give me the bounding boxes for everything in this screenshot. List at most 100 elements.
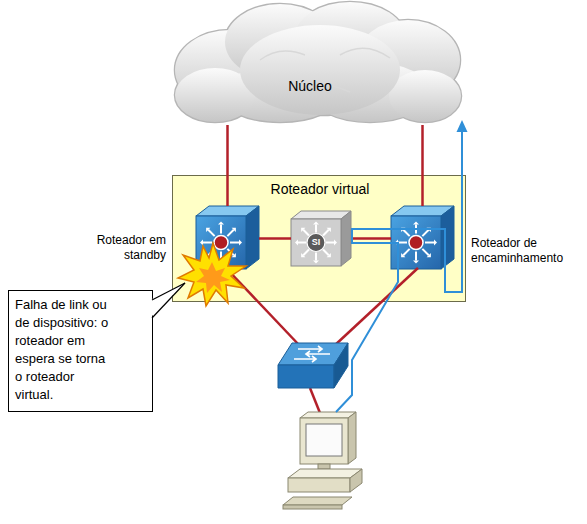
arrow-shaft [415, 225, 417, 234]
arrow-shaft [415, 252, 417, 261]
arrow-shaft [422, 230, 428, 236]
router-node: Roteador de encaminhamento [391, 206, 454, 269]
arrow-symbol [413, 222, 419, 234]
si-shape [291, 211, 351, 266]
arrow-head [413, 222, 419, 225]
router-label: Roteador em standby [86, 233, 166, 263]
arrow-symbol [200, 240, 212, 246]
arrow-symbol [230, 240, 242, 246]
router-core [409, 236, 423, 250]
arrow-symbol [401, 249, 409, 257]
arrow-shaft [303, 230, 309, 236]
arrow-symbol [425, 240, 437, 246]
router-side [441, 206, 454, 269]
arrow-head [395, 240, 398, 246]
router-front [391, 216, 441, 269]
arrow-shaft [208, 249, 214, 255]
device-side [341, 211, 351, 266]
arrow-symbol [422, 228, 430, 236]
cloud-puff [240, 25, 400, 115]
monitor-top [300, 412, 356, 418]
arrow-shaft [203, 242, 212, 244]
cloud-outline [175, 2, 461, 122]
arrow-symbol [206, 249, 214, 257]
arrow-shaft [303, 250, 309, 256]
arrow-head [239, 240, 242, 246]
monitor-stand [318, 464, 330, 469]
arrow-symbol [323, 250, 331, 258]
arrow-symbol [401, 228, 409, 236]
base-side [350, 469, 362, 492]
arrow-shaft [227, 249, 233, 255]
cloud-label: Núcleo [170, 78, 450, 95]
group-box: Roteador virtualRoteador em standby SI Rot… [172, 175, 466, 302]
link-line [259, 237, 291, 240]
arrow-shaft [315, 253, 317, 261]
arrow-head [206, 253, 210, 257]
arrow-shaft [403, 249, 409, 255]
arrow-symbol [301, 228, 309, 236]
keyboard-front [283, 505, 342, 509]
cloud-fill [175, 2, 461, 122]
device-label: SI [291, 237, 341, 248]
arrow-shaft [220, 225, 222, 234]
failure-burst-core [196, 262, 230, 293]
arrow-symbol [422, 249, 430, 257]
arrow-symbol [326, 240, 337, 246]
arrow-symbol [227, 249, 235, 257]
access-link [226, 268, 300, 346]
arrow-symbol [313, 253, 319, 264]
arrow-head [401, 253, 405, 257]
arrow-shaft [208, 230, 214, 236]
arrow-head [327, 253, 331, 257]
router-front [196, 216, 246, 269]
access-switch [278, 343, 348, 388]
arrow-shaft [326, 242, 334, 244]
arrow-head [218, 261, 224, 264]
arrow-symbol [301, 250, 309, 258]
cloud-puff [389, 70, 461, 122]
arrow-head [313, 222, 319, 225]
router-label: Roteador de encaminhamento [471, 236, 581, 266]
arrow-head [334, 240, 337, 246]
arrow-head [295, 240, 298, 246]
arrow-symbol [218, 252, 224, 264]
arrow-head [301, 228, 305, 232]
switch-arrows [294, 346, 330, 362]
cloud-shape [170, 0, 465, 125]
arrow-symbol [413, 252, 419, 264]
base-top [288, 469, 362, 478]
monitor-screen [306, 424, 342, 456]
base-front [288, 478, 350, 492]
router-shape [196, 206, 259, 269]
callout-box: Falha de link ou de dispositivo: o rotea… [8, 290, 153, 412]
arrow-shaft [230, 242, 239, 244]
arrow-head [232, 253, 236, 257]
arrow-symbol [295, 240, 306, 246]
arrow-symbol [227, 228, 235, 236]
arrow-head [232, 228, 236, 232]
arrow-head [427, 228, 431, 232]
switch-node: SI [291, 211, 351, 266]
arrow-shaft [227, 230, 233, 236]
arrow-symbol [323, 228, 331, 236]
router-core [214, 236, 228, 250]
arrow-shaft [298, 242, 306, 244]
monitor-body [300, 418, 348, 464]
cloud-puff [240, 25, 400, 115]
cloud-puff [389, 70, 461, 122]
arrow-head [218, 222, 224, 225]
router-node: Roteador em standby [196, 206, 259, 269]
router-shape [391, 206, 454, 269]
callout-tail-edge [152, 283, 185, 318]
group-title: Roteador virtual [173, 181, 467, 198]
callout-tail [150, 283, 185, 318]
pc-icon [283, 412, 362, 509]
callout-tail-edge [152, 283, 185, 300]
monitor-side [348, 412, 356, 464]
arrow-symbol [395, 240, 407, 246]
arrow-shaft [220, 252, 222, 261]
arrow-symbol [218, 222, 224, 234]
